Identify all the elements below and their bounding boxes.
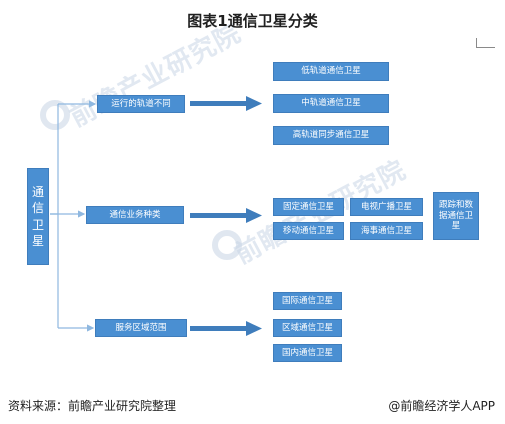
leaf-label: 电视广播卫星	[360, 201, 412, 212]
corner-mark	[476, 38, 495, 48]
leaf-label: 区域通信卫星	[281, 322, 333, 333]
leaf-fixed: 固定通信卫星	[273, 198, 344, 216]
watermark-logo-icon	[212, 230, 242, 260]
root-label: 通信卫星	[32, 185, 45, 248]
leaf-low-orbit: 低轨道通信卫星	[273, 62, 389, 81]
category-label: 通信业务种类	[109, 209, 161, 220]
category-label: 服务区域范围	[115, 322, 167, 333]
leaf-label: 固定通信卫星	[282, 201, 334, 212]
watermark-logo-icon	[40, 100, 70, 130]
arrow-area	[190, 321, 262, 336]
leaf-label: 高轨道同步通信卫星	[292, 130, 370, 141]
source-note: 资料来源：前瞻产业研究院整理	[8, 399, 177, 413]
category-service: 通信业务种类	[86, 206, 184, 224]
chart-title: 图表1通信卫星分类	[187, 12, 318, 30]
leaf-international: 国际通信卫星	[273, 292, 342, 310]
leaf-label: 移动通信卫星	[282, 225, 334, 236]
leaf-mobile: 移动通信卫星	[273, 222, 344, 240]
arrow-orbit	[190, 96, 262, 111]
category-area: 服务区域范围	[95, 319, 187, 337]
leaf-domestic: 国内通信卫星	[273, 344, 342, 362]
leaf-label: 海事通信卫星	[360, 225, 412, 236]
leaf-label: 中轨道通信卫星	[301, 98, 361, 109]
leaf-label: 国际通信卫星	[281, 295, 333, 306]
leaf-label: 跟踪和数据通信卫星	[438, 200, 473, 232]
leaf-maritime: 海事通信卫星	[350, 222, 423, 240]
category-orbit: 运行的轨道不同	[97, 95, 185, 113]
leaf-mid-orbit: 中轨道通信卫星	[273, 94, 389, 113]
leaf-regional: 区域通信卫星	[273, 319, 342, 337]
leaf-tv-broadcast: 电视广播卫星	[350, 198, 423, 216]
category-label: 运行的轨道不同	[111, 98, 171, 109]
leaf-tracking-data: 跟踪和数据通信卫星	[433, 192, 479, 240]
brand-credit: @前瞻经济学人APP	[388, 399, 495, 413]
root-box: 通信卫星	[27, 168, 49, 265]
leaf-label: 低轨道通信卫星	[301, 66, 361, 77]
leaf-label: 国内通信卫星	[281, 347, 333, 358]
arrow-service	[190, 208, 262, 223]
connector-trunk	[50, 104, 59, 328]
leaf-high-orbit: 高轨道同步通信卫星	[273, 126, 389, 145]
